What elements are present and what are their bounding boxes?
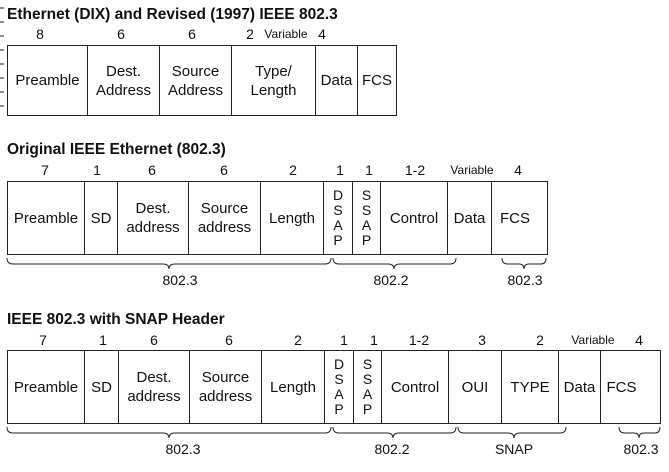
frame1-size-dest: 6 [117, 26, 125, 42]
frame3-size-data: Variable [571, 333, 615, 347]
frame3-size-control: 1-2 [408, 332, 430, 348]
frame3-field-oui: OUI [449, 351, 502, 423]
frame2-size-sd: 1 [93, 162, 101, 178]
frame2-brace-8023-left [6, 257, 332, 270]
frame3-brace-label-8023-left: 802.3 [165, 441, 201, 457]
frame2-field-sd: SD [85, 182, 118, 254]
frame2-brace-8023-right [501, 257, 547, 270]
frame2-size-ssap: 1 [365, 162, 373, 178]
frame3-field-sd: SD [85, 351, 119, 423]
frame1-field-dest: Dest.Address [88, 46, 160, 115]
frame1-size-fcs: 4 [318, 26, 326, 42]
frame1-field-preamble: Preamble [8, 46, 88, 115]
frame3-brace-label-8023-right: 802.3 [623, 441, 659, 457]
frame2-field-preamble: Preamble [8, 182, 85, 254]
frame3-field-length: Length [262, 351, 325, 423]
frame2-title: Original IEEE Ethernet (802.3) [7, 141, 226, 158]
frame3-size-length: 2 [294, 332, 302, 348]
frame1-field-type: Type/Length [232, 46, 316, 115]
frame3-size-dest: 6 [150, 332, 158, 348]
frame2-size-control: 1-2 [404, 162, 426, 178]
frame2-field-dest: Dest.address [118, 182, 189, 254]
frame3-brace-label-8022: 802.2 [374, 441, 410, 457]
frame2-size-preamble: 7 [41, 162, 49, 178]
frame3-size-type: 2 [536, 332, 544, 348]
frame3-size-source: 6 [225, 332, 233, 348]
frame1-size-preamble: 8 [36, 26, 44, 42]
frame1-field-data: Data [316, 46, 358, 115]
frame3-size-dsap: 1 [340, 332, 348, 348]
frame2-brace-label-8023-left: 802.3 [162, 272, 198, 288]
frame3-field-control: Control [382, 351, 449, 423]
frame2-size-data: Variable [450, 163, 494, 177]
frame2-size-dsap: 1 [336, 162, 344, 178]
frame3-field-type: TYPE [502, 351, 559, 423]
frame3-brace-snap [457, 426, 567, 439]
frame3-title: IEEE 802.3 with SNAP Header [7, 311, 225, 328]
frame3-brace-8022 [332, 426, 457, 439]
frame2-size-dest: 6 [148, 162, 156, 178]
frame2-field-fcs: FCS [500, 209, 530, 227]
frame2-field-length: Length [261, 182, 324, 254]
frame2-field-data: Data [448, 182, 492, 254]
frame2-brace-8022 [332, 257, 457, 270]
frame1-size-data: Variable [264, 27, 308, 41]
frame3-brace-label-snap: SNAP [494, 441, 534, 457]
frame2-size-fcs: 4 [514, 162, 522, 178]
frame2-brace-label-8023-right: 802.3 [507, 272, 543, 288]
frame1-size-type: 2 [246, 26, 254, 42]
frame2-size-source: 6 [220, 162, 228, 178]
frame1-field-fcs: FCS [362, 72, 392, 89]
frame2-brace-label-8022: 802.2 [373, 272, 409, 288]
frame1-size-source: 6 [188, 26, 196, 42]
frame3-size-preamble: 7 [39, 332, 47, 348]
margin-ticks [0, 7, 4, 107]
frame3-brace-8023-right [618, 426, 661, 439]
frame3-field-fcs: FCS [606, 378, 637, 396]
frame1-title: Ethernet (DIX) and Revised (1997) IEEE 8… [7, 6, 338, 23]
frame3-field-dest: Dest.address [119, 351, 190, 423]
frame3-size-fcs: 4 [635, 332, 643, 348]
frame3-size-sd: 1 [99, 332, 107, 348]
frame3-size-ssap: 1 [370, 332, 378, 348]
frame2-field-control: Control [381, 182, 448, 254]
frame3-brace-8023-left [6, 426, 332, 439]
frame3-field-data: Data [559, 351, 601, 423]
frame2-size-length: 2 [289, 162, 297, 178]
frame3-size-oui: 3 [478, 332, 486, 348]
frame3-field-preamble: Preamble [8, 351, 85, 423]
